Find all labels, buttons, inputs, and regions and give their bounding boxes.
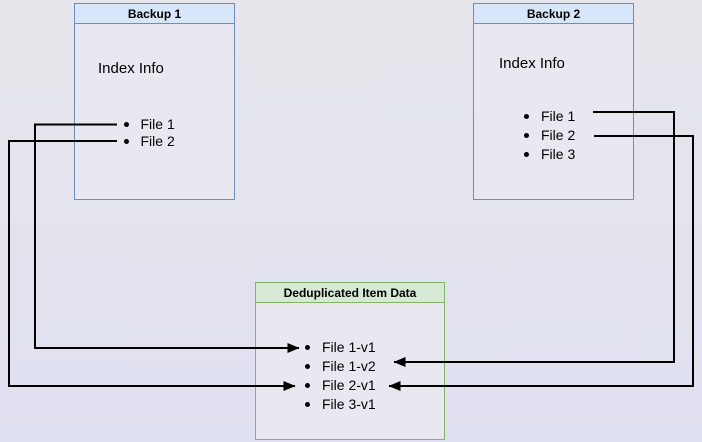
- backup2-header: Backup 2: [474, 4, 633, 24]
- dedup-title: Deduplicated Item Data: [283, 286, 417, 300]
- backup2-title: Backup 2: [526, 7, 581, 21]
- list-item: File 3: [524, 145, 575, 164]
- list-item: File 2: [123, 133, 175, 150]
- backup1-header: Backup 1: [75, 4, 234, 24]
- backup1-title: Backup 1: [127, 7, 182, 21]
- list-item: File 3-v1: [305, 395, 376, 414]
- list-item: File 1: [123, 116, 175, 133]
- dedup-header: Deduplicated Item Data: [256, 283, 444, 303]
- list-item: File 2: [524, 126, 575, 145]
- list-item: File 2-v1: [305, 376, 376, 395]
- list-item: File 1-v1: [305, 338, 376, 357]
- list-item: File 1: [524, 107, 575, 126]
- backup1-subtitle: Index Info: [98, 60, 164, 77]
- list-item: File 1-v2: [305, 357, 376, 376]
- backup2-subtitle: Index Info: [499, 55, 565, 72]
